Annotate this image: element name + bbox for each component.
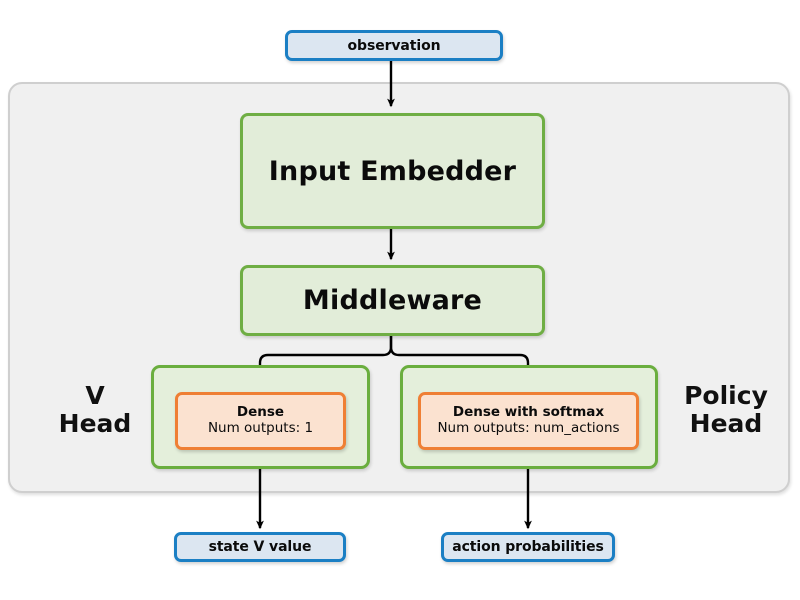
node-input-embedder[interactable]: Input Embedder xyxy=(240,113,545,229)
node-observation-label: observation xyxy=(347,37,441,54)
v-head-caption-line2: Head xyxy=(58,409,132,438)
node-action-probabilities[interactable]: action probabilities xyxy=(441,532,615,562)
node-action-probabilities-label: action probabilities xyxy=(452,539,604,555)
policy-head-dense-title: Dense with softmax xyxy=(452,404,605,421)
node-input-embedder-label: Input Embedder xyxy=(268,155,517,187)
v-head-dense-subtitle: Num outputs: 1 xyxy=(207,420,314,436)
node-state-v-value[interactable]: state V value xyxy=(174,532,346,562)
policy-head-caption-line1: Policy xyxy=(684,381,768,410)
node-middleware[interactable]: Middleware xyxy=(240,265,545,336)
policy-head-dense-subtitle: Num outputs: num_actions xyxy=(437,420,620,436)
v-head-caption-line1: V xyxy=(85,381,105,410)
policy-head-caption: Policy Head xyxy=(663,382,789,438)
node-state-v-value-label: state V value xyxy=(208,539,312,555)
v-head-caption: V Head xyxy=(40,382,150,438)
node-observation[interactable]: observation xyxy=(285,30,503,61)
node-middleware-label: Middleware xyxy=(302,285,483,316)
v-head-dense-node[interactable]: Dense Num outputs: 1 xyxy=(175,392,346,450)
policy-head-caption-line2: Head xyxy=(689,409,763,438)
v-head-dense-title: Dense xyxy=(236,404,285,421)
policy-head-dense-node[interactable]: Dense with softmax Num outputs: num_acti… xyxy=(418,392,639,450)
